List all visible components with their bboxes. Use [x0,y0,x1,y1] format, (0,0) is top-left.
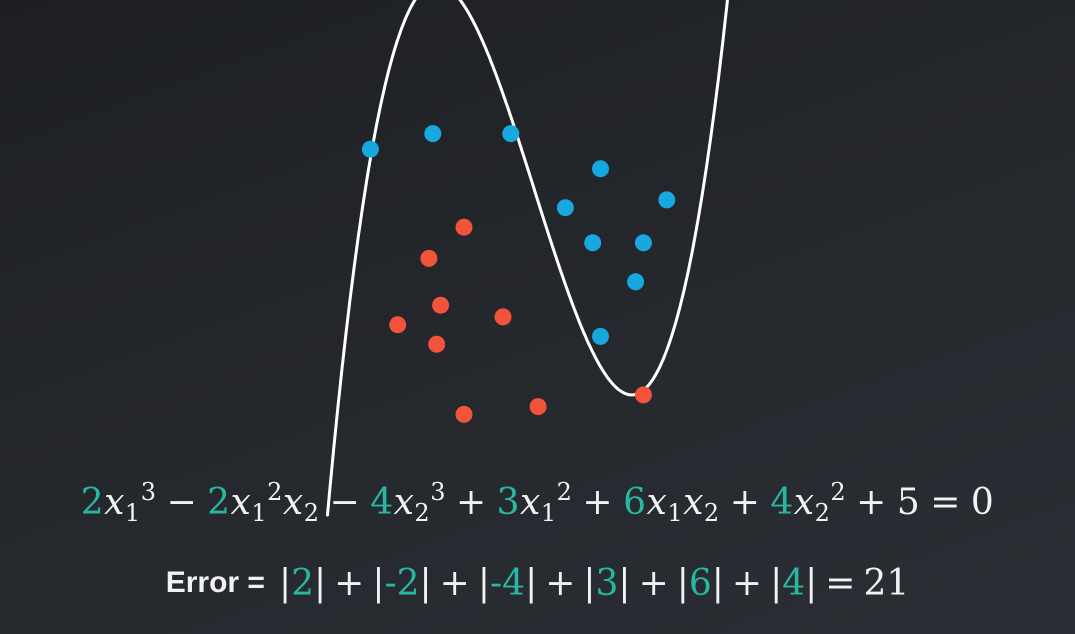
error-term: -4 [489,563,526,604]
abs-bar: | [711,563,724,604]
error-formula: Error =|2|+|-2|+|-4|+|3|+|6|+|4|=21 [0,563,1075,604]
abs-bar: | [770,563,783,604]
red-data-point [455,405,473,423]
subscript: 1 [124,499,141,527]
constant: 5 [896,482,921,523]
coefficient: 4 [370,482,394,523]
plus-sign: + [545,563,576,604]
data-points [361,125,676,423]
red-data-point [529,398,547,416]
decision-boundary-curve [326,0,729,517]
blue-data-point [627,273,645,291]
operator: − [166,482,198,523]
blue-data-point [361,140,379,158]
variable: x [282,482,304,523]
variable: x [683,482,704,523]
subscript: 2 [414,499,431,527]
blue-data-point [658,191,676,209]
abs-bar: | [278,563,292,604]
abs-bar: | [314,563,327,604]
blue-data-point [584,234,602,252]
boundary-equation: 2x13−2x12x2−4x23+3x12+6x1x2+4x22+5=0 [0,478,1075,527]
blue-data-point [556,199,574,217]
error-result: 21 [863,563,910,604]
blue-data-point [592,160,609,178]
error-label: Error = [165,566,265,599]
red-data-point [455,218,473,236]
error-term: 6 [688,563,712,604]
variable: x [646,482,668,523]
error-term: 2 [291,563,314,604]
operator: + [455,482,487,523]
variable: x [520,482,541,523]
operator: + [729,482,761,523]
plus-sign: + [731,563,763,604]
plus-sign: + [638,563,669,604]
equals-sign: = [930,482,961,523]
abs-bar: | [419,563,432,604]
plus-sign: + [334,563,365,604]
variable: x [793,482,815,523]
exponent: 2 [267,478,283,506]
red-data-point [432,296,450,314]
equation-rhs: 0 [970,482,995,523]
blue-data-point [424,125,442,143]
variable: x [104,482,125,523]
coefficient: 6 [623,482,647,523]
coefficient: 2 [207,482,231,523]
coefficient: 2 [80,482,105,523]
exponent: 2 [556,478,573,506]
equals-sign: = [825,563,856,604]
coefficient: 4 [770,482,794,523]
abs-bar: | [372,563,385,604]
error-term: -2 [384,563,420,604]
operator: + [856,482,887,523]
subscript: 2 [303,499,320,527]
blue-data-point [502,125,520,143]
blue-data-point [634,234,652,252]
red-data-point [494,308,512,326]
red-data-point [420,249,438,267]
abs-bar: | [618,563,631,604]
subscript: 1 [540,499,557,527]
abs-bar: | [805,563,818,604]
exponent: 3 [140,478,157,506]
abs-bar: | [477,563,490,604]
subscript: 1 [667,499,684,527]
error-term: 3 [595,563,619,604]
error-term: 4 [782,563,806,604]
operator: + [582,482,614,523]
operator: − [329,482,361,523]
subscript: 2 [814,499,831,527]
variable: x [393,482,415,523]
exponent: 2 [830,478,847,506]
red-data-point [428,335,446,353]
abs-bar: | [583,563,596,604]
plus-sign: + [439,563,470,604]
exponent: 3 [430,478,446,506]
subscript: 2 [703,499,720,527]
subscript: 1 [251,499,268,527]
coefficient: 3 [496,482,521,523]
abs-bar: | [676,563,689,604]
abs-bar: | [525,563,538,604]
variable: x [230,482,252,523]
red-data-point [389,316,407,334]
red-data-point [634,386,652,404]
blue-data-point [592,327,609,345]
